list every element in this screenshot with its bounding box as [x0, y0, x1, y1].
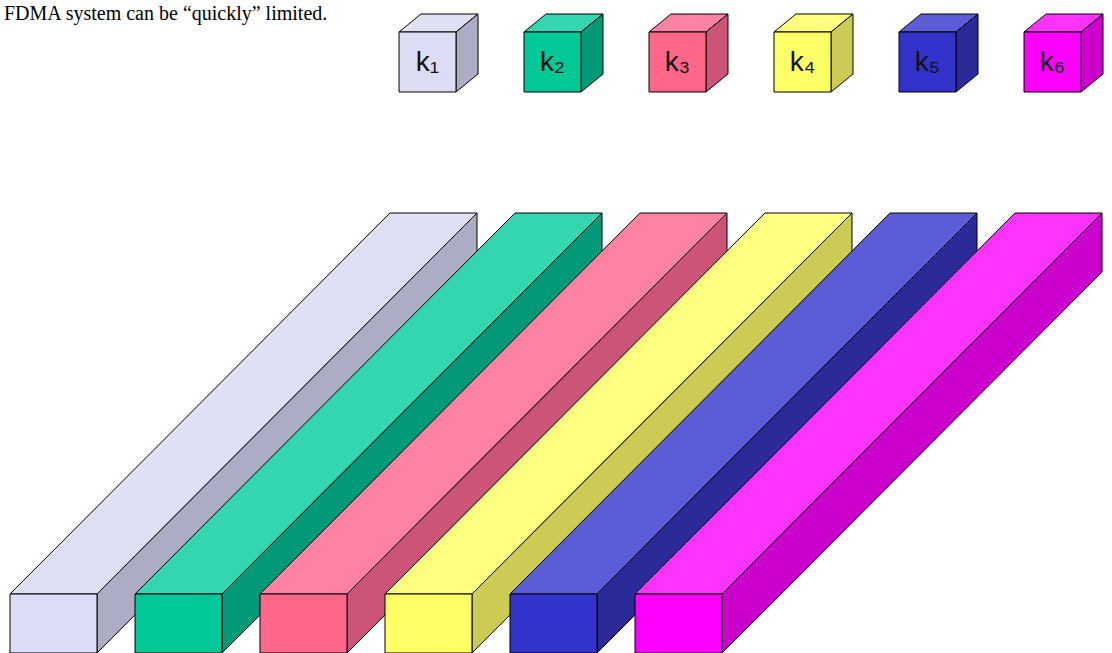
- key-label: k₆: [1040, 48, 1065, 76]
- key-label: k₅: [915, 48, 940, 76]
- key-cube: k₆: [1024, 14, 1103, 92]
- key-cube: k₃: [649, 14, 728, 92]
- key-label: k₂: [540, 48, 565, 76]
- key-cube: k₁: [399, 14, 478, 92]
- key-label: k₁: [416, 48, 439, 76]
- key-cube: k₅: [899, 14, 978, 92]
- key-label: k₃: [665, 48, 690, 76]
- key-cube: k₂: [524, 14, 603, 92]
- key-label: k₄: [790, 48, 815, 76]
- channel-bar: [635, 213, 1102, 653]
- note-text: FDMA system can be “quickly” limited.: [4, 2, 327, 24]
- key-cube: k₄: [774, 14, 853, 92]
